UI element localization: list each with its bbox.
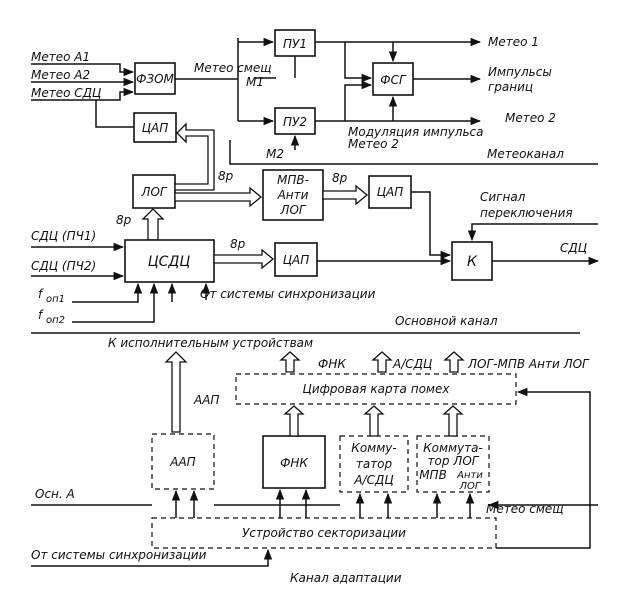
block-pu1-label: ПУ1	[283, 37, 307, 51]
label-meteo2: Метео 2	[505, 111, 556, 125]
block-fzom	[134, 62, 176, 95]
block-komm-a-sdc	[339, 435, 409, 493]
label-from-sync-top: От системы синхронизации	[200, 287, 376, 301]
label-meteo1: Метео 1	[488, 35, 539, 49]
label-a-sdc-top: А/СДЦ	[392, 357, 432, 371]
block-cap-top	[133, 112, 177, 143]
label-adapt-channel: Канал адаптации	[290, 571, 402, 585]
block-komm2-label-1: Коммута-	[423, 441, 483, 455]
label-log-mpv-top: ЛОГ-МПВ Анти ЛОГ	[467, 357, 590, 371]
block-log-label: ЛОГ	[140, 185, 167, 199]
label-osn-a: Осн. А	[35, 487, 75, 501]
block-fsg	[372, 62, 414, 96]
block-sector-label: Устройство секторизации	[242, 526, 406, 540]
label-modulation-1: Модуляция импульса	[348, 125, 483, 139]
block-fzom-label: ФЗОМ	[136, 72, 174, 86]
label-sdc-in1: СДЦ (ПЧ1)	[31, 229, 96, 243]
block-komm2-label-2: тор ЛОГ	[428, 454, 480, 468]
label-meteo-smesh-bottom: Метео смещ	[486, 502, 564, 516]
block-log	[132, 174, 176, 209]
label-impulses-2: границ	[488, 80, 533, 94]
block-csdc	[124, 239, 215, 283]
block-komm2-label-4: Анти	[456, 470, 483, 481]
label-bits-csdc-cap: 8р	[230, 237, 246, 251]
label-m1: М1	[246, 75, 264, 89]
block-komm1-label-1: Комму-	[351, 441, 396, 455]
block-cap-low-label: ЦАП	[283, 253, 310, 267]
block-mpv	[262, 169, 324, 221]
label-meteo-a1: Метео А1	[31, 50, 90, 64]
block-cap-top-label: ЦАП	[142, 121, 169, 135]
label-f-on1-sub: оп1	[46, 294, 65, 305]
label-meteo-sdc: Метео СДЦ	[31, 86, 101, 100]
label-signal-1: Сигнал	[480, 190, 526, 204]
block-cap-mid-label: ЦАП	[377, 185, 404, 199]
meteo-channel-section: Метео А1 Метео А2 Метео СДЦ ФЗОМ ЦАП Мет…	[31, 29, 598, 165]
main-channel-section: ЛОГ 8р МПВ- Анти ЛОГ 8р ЦАП 8р ЦСДЦ СДЦ …	[31, 122, 600, 334]
block-komm1-label-2: татор	[356, 457, 393, 471]
block-mpv-label-3: ЛОГ	[279, 203, 306, 217]
label-meteo-smesh-top: Метео смещ	[194, 61, 272, 75]
block-komm2-label-5: ЛОГ	[459, 481, 482, 492]
block-aap	[151, 433, 215, 490]
label-impulses-1: Импульсы	[488, 65, 552, 79]
block-komm1-label-3: А/СДЦ	[353, 473, 393, 487]
label-bits-mpv-cap: 8р	[332, 171, 348, 185]
label-meteo-a2: Метео А2	[31, 68, 90, 82]
block-mpv-label-2: Анти	[277, 188, 309, 202]
label-meteo-channel: Метеоканал	[487, 147, 564, 161]
block-k-label: К	[467, 254, 478, 270]
label-f-on2-sub: оп2	[46, 315, 65, 326]
block-digital-map-label: Цифровая карта помех	[303, 382, 451, 396]
block-sector	[151, 517, 497, 549]
label-bits-log-mpv: 8р	[218, 169, 234, 183]
label-modulation-2: Метео 2	[348, 137, 399, 151]
block-fnk	[262, 435, 326, 489]
label-f-on2: f	[38, 308, 44, 322]
block-mpv-label-1: МПВ-	[277, 173, 309, 187]
label-sdc-out: СДЦ	[560, 241, 587, 255]
block-digital-map	[235, 373, 517, 405]
label-bits-csdc-log: 8р	[116, 213, 132, 227]
label-fnk-top: ФНК	[318, 357, 346, 371]
label-aap-side: ААП	[193, 393, 219, 407]
block-cap-mid	[368, 175, 412, 209]
label-sdc-in2: СДЦ (ПЧ2)	[31, 259, 96, 273]
block-pu2-label: ПУ2	[283, 115, 307, 129]
block-aap-label: ААП	[169, 455, 195, 469]
label-from-sync-bottom: От системы синхронизации	[31, 548, 207, 562]
label-signal-2: переключения	[480, 206, 573, 220]
label-m2: М2	[266, 147, 284, 161]
label-f-on1: f	[38, 287, 44, 301]
block-cap-low	[274, 242, 318, 277]
adaptation-channel-section: К исполнительным устройствам ААП ФНК А/С…	[31, 336, 598, 585]
block-komm2-label-3: МПВ	[419, 468, 447, 482]
block-csdc-label: ЦСДЦ	[148, 254, 191, 270]
block-fnk-label: ФНК	[280, 456, 308, 470]
label-to-actuators: К исполнительным устройствам	[108, 336, 313, 350]
block-fsg-label: ФСГ	[380, 73, 407, 87]
label-main-channel: Основной канал	[395, 314, 498, 328]
